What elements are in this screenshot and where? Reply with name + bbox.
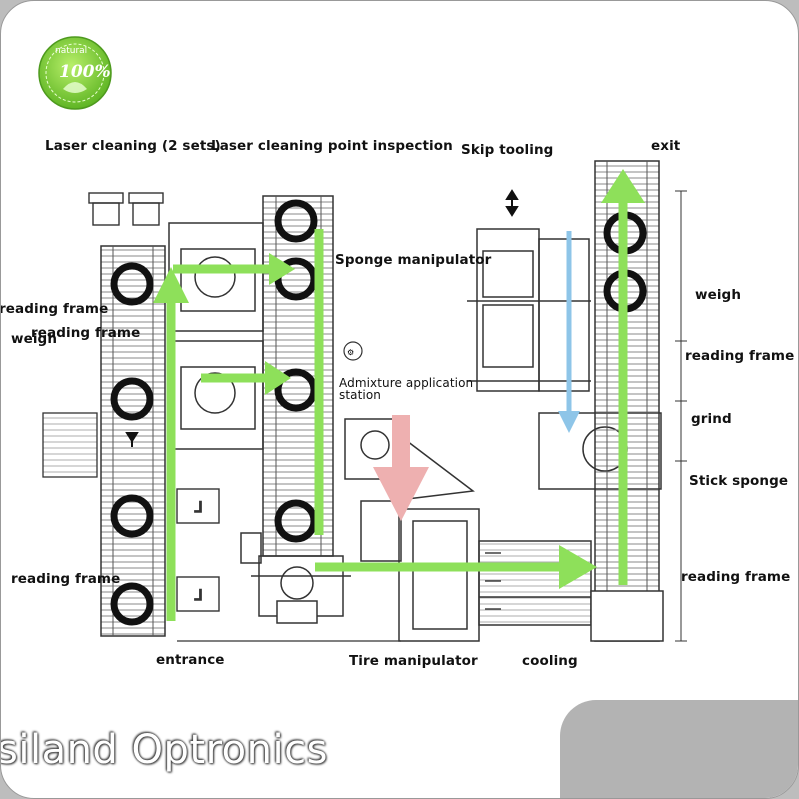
label-reading-frame-left-2: reading frame [31,325,141,341]
label-reading-frame-right-top: reading frame [685,348,795,364]
natural-badge-icon [38,36,112,110]
label-stick-sponge: Stick sponge [689,473,789,489]
side-rack-left [42,412,98,478]
label-reading-frame-left-bottom: reading frame [11,571,121,587]
corner-tab [560,700,798,798]
flow-arrows [153,169,645,621]
badge-top-text: natural [55,46,87,56]
dimension-ticks-right [675,190,687,642]
label-exit: exit [651,138,681,154]
label-admixture-line2: station [339,388,381,402]
pink-down-arrow [373,415,429,521]
label-tire-manipulator: Tire manipulator [349,653,478,669]
svg-text:ᒧ: ᒧ [194,588,203,604]
svg-text:⚙: ⚙ [347,348,354,357]
label-skip-tooling: Skip tooling [461,142,554,158]
label-admixture-line1: Admixture application [339,376,474,390]
label-grind: grind [691,411,732,427]
left-conveyor [100,245,166,637]
admixture-icon: ⚙ [343,341,363,361]
tire-rings-left [110,262,154,626]
svg-text:ᒧ: ᒧ [194,500,203,516]
badge-percent: 100% [59,62,111,82]
tire-manipulator-machine [240,532,351,624]
brand-watermark: siland Optronics [0,727,328,773]
label-reading-frame-right-bottom: reading frame [681,569,791,585]
label-laser-cleaning: Laser cleaning (2 sets) [45,138,221,154]
fixtures-top-left [88,192,164,226]
label-reading-frame-left-1: reading frame [0,301,109,317]
laser-cleaning-cells [168,222,264,450]
label-laser-inspection: Laser cleaning point inspection [211,138,453,154]
label-entrance: entrance [156,652,225,668]
label-cooling: cooling [522,653,578,669]
skip-tooling-updown-icon [505,189,519,217]
cooling-arrows [485,552,501,610]
label-weigh-left: weigh [11,331,58,347]
small-boxes-left: ᒧ ᒧ [176,488,220,612]
blue-down-arrow [558,231,580,433]
label-weigh-right: weigh [695,287,742,303]
sponge-manipulator [467,228,591,392]
label-sponge-manipulator: Sponge manipulator [335,252,492,268]
